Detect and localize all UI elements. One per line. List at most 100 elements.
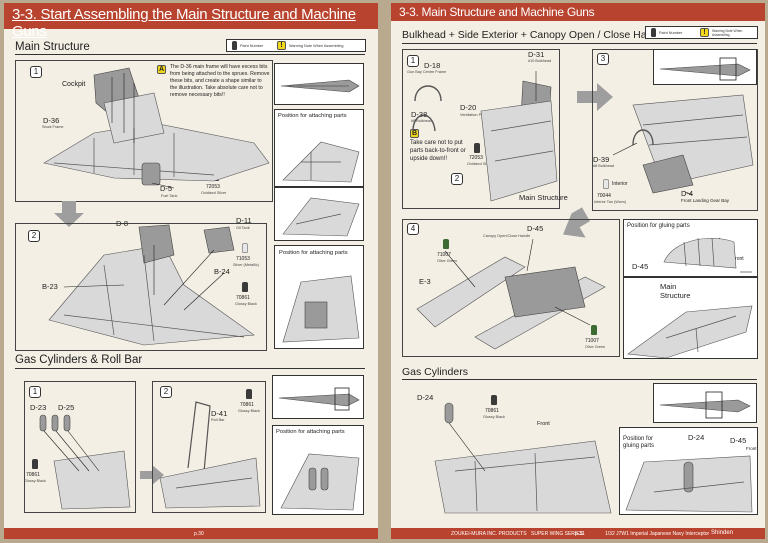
gas-detail-callout [653,383,757,423]
detail-callout-top [274,63,364,105]
part-d4-name: Front Landing Gear Bay [681,198,730,203]
part-d41-label: D-41 [211,409,228,418]
paint-code: 72053 [206,184,220,190]
main-frame-illustration [48,224,255,346]
gas-cylinders-heading: Gas Cylinders & Roll Bar [15,354,143,366]
detail-callout-mid [274,187,364,241]
part-d36-label: D-36 [43,116,60,125]
step-number: 2 [160,386,172,398]
part-d41-name: Roll Bar [211,418,225,422]
legend-paint-label: Paint Number [240,44,264,48]
right-title-bar: 3-3. Main Structure and Machine Guns [391,3,765,21]
part-d8-label: D-8 [116,219,129,228]
page-number: p.31 [575,531,585,537]
left-footer: p.30 [4,528,378,539]
paint-bottle-icon [246,389,252,399]
bulkhead-step4-frame [402,219,620,357]
footer-name: Shinden [711,530,734,536]
paint-name: Oxidized Silver [467,162,493,166]
footer-kit: 1/32 J7W1 Imperial Japanese Navy Interce… [605,531,710,537]
part-b24-label: B-24 [214,267,230,276]
part-d20-label: D-20 [460,103,477,112]
section-rule [402,379,757,380]
step3-detail-callout [653,49,757,85]
main-structure-panel-title: Main Structure [660,282,691,300]
paint-bottle-icon [443,239,449,249]
step-number: 1 [407,55,419,67]
part-d5-name: Fuel Tank [161,194,178,198]
step-number: 1 [29,386,41,398]
right-page: 3-3. Main Structure and Machine Guns Bul… [391,3,765,539]
step1-frame [15,60,273,202]
note-b-icon: B [410,129,419,138]
legend-box: Paint Number ! Warning Note When Assembl… [645,26,758,39]
legend-paint-label: Paint Number [659,31,683,35]
main-structure-heading: Main Structure [15,41,90,53]
front-label: Front [746,446,757,451]
part-d38-label: D-38 [411,110,428,119]
part-d11-name: Oil Tank [236,226,250,230]
step-number: 4 [407,223,419,235]
part-d45-name: Canopy Open/Close Handle [483,234,531,238]
paint-name: Olive Green [437,259,458,263]
step-number: 2 [451,173,463,185]
paint-bottle-icon [242,243,248,253]
paint-code: 72053 [469,155,483,161]
front-label: Front [732,256,744,262]
step1-note: Take care not to put parts back-to-front… [410,140,466,162]
paint-name: Oxidized Silver [201,191,227,195]
side-exterior-illustration [416,238,606,350]
left-title-bar: 3-3. Start Assembling the Main Structure… [4,3,378,40]
warning-icon: ! [700,28,709,37]
section-rule [402,43,757,44]
paint-bottle-icon [651,28,656,37]
attach-callout-1: Position for attaching parts [274,109,364,187]
part-b23-label: B-23 [42,282,58,291]
part-d31-name: #10 Bulkhead [528,59,552,63]
paint-bottle-icon [603,179,609,189]
paint-name: Olive Green [585,345,606,349]
gas-step1-frame [24,381,136,513]
callout-text: Position for attaching parts [276,429,345,435]
part-d36-name: Stock Frame [42,125,64,129]
part-d11-label: D-11 [236,216,252,225]
step-number: 2 [28,230,40,242]
section-rule [15,368,365,369]
part-d20-name: Ventilation Pipe [460,113,487,117]
step1-note: The D-36 main frame will have excess bit… [170,64,270,98]
gas-detail-callout [272,375,364,419]
part-d45-label: D-45 [527,224,544,233]
bulkhead-illustration [412,71,558,202]
paint-name: Glossy Black [24,479,46,483]
paint-name: Glossy Black [238,409,260,413]
part-d4-label: D-4 [681,189,694,198]
part-d25-label: D-25 [58,403,75,412]
callout-text: Position for attaching parts [278,113,347,119]
gas-cylinders-heading: Gas Cylinders [402,366,468,378]
footer-copyright: ZOUKEI-MURA INC. PRODUCTS [451,531,527,537]
gas-cylinder-main-illustration [434,402,612,514]
bulkhead-step3-illustration [612,94,754,196]
legend-box: Paint Number ! Warning Note When Assembl… [226,39,366,52]
roll-bar-illustration [159,401,261,509]
paint-name: Glossy Black [235,302,257,306]
legend-warn-label: Warning Note When Assembling [712,29,743,37]
step2-frame [15,223,267,351]
part-d24-label: D-24 [417,393,434,402]
warning-icon: ! [277,41,286,50]
attach-callout-2: Position for attaching parts [274,245,364,349]
paint-code: 71007 [585,338,599,344]
note-a-icon: A [157,65,166,74]
step-arrow-icon [577,83,613,111]
paint-code: 70861 [240,402,254,408]
step-arrow-icon [563,207,590,238]
gas-panel-d45-label: D-45 [730,436,747,445]
part-d31-label: D-31 [528,50,545,59]
paint-name: Glossy Black [483,415,505,419]
bulkhead-heading: Bulkhead + Side Exterior + Canopy Open /… [402,29,667,41]
step-arrow-icon [54,201,84,227]
paint-code: 70044 [597,193,611,199]
left-page-title: 3-3. Start Assembling the Main Structure… [12,6,356,40]
part-d23-label: D-23 [30,403,47,412]
front-label: Front [537,421,550,427]
